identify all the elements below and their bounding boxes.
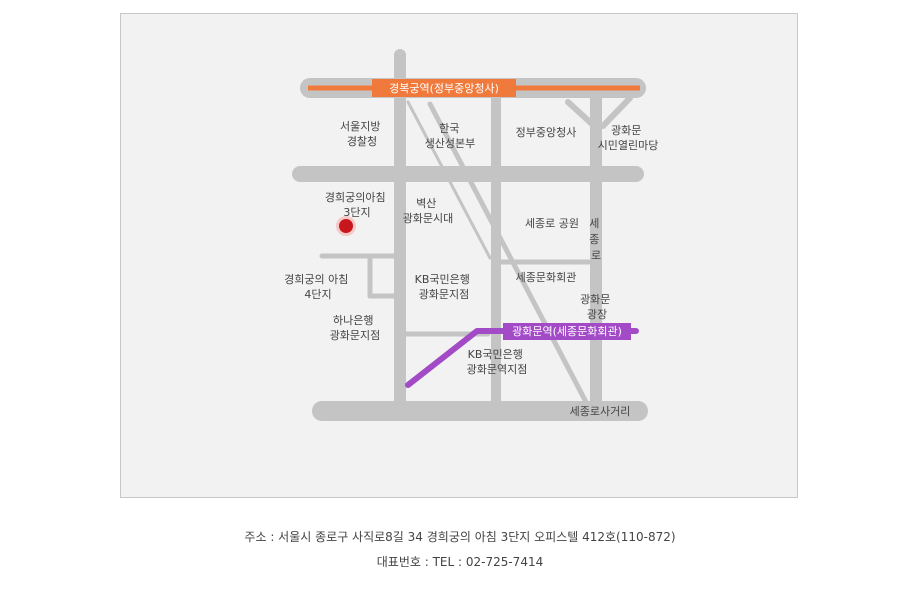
- label-hanguk: 한국 생산성본부: [425, 122, 476, 150]
- station-gwanghwamun-banner: [503, 323, 631, 340]
- road-diagonal-1: [406, 100, 492, 260]
- road-diagonal-2: [427, 101, 589, 405]
- label-citizen-yard: 광화문 시민열린마당: [598, 124, 659, 152]
- road-diagonal-3: [565, 99, 595, 127]
- label-police: 서울지방 경찰청: [340, 120, 384, 148]
- label-intersection: 세종로사거리: [570, 405, 631, 418]
- station-gwanghwamun-label: 광화문역(세종문화회관): [512, 325, 622, 338]
- location-marker-icon[interactable]: [339, 219, 353, 233]
- label-office-4: 경희궁의 아침 4단지: [284, 273, 352, 301]
- label-sejong-park: 세종로 공원: [525, 217, 579, 230]
- label-govt-complex: 정부중앙청사: [516, 126, 577, 139]
- station-gyeongbokgung-banner: [372, 79, 516, 97]
- label-kb-station: KB국민은행 광화문역지점: [467, 348, 528, 376]
- label-kb-gwanghwamun: KB국민은행 광화문지점: [415, 273, 474, 301]
- label-office-3: 경희궁의아침 3단지: [325, 191, 389, 219]
- label-hana: 하나은행 광화문지점: [330, 313, 381, 342]
- label-baeksan: 벽산 광화문시대: [403, 197, 454, 225]
- station-gyeongbokgung-label: 경복궁역(정부중앙청사): [389, 82, 499, 95]
- footer-phone: 대표번호 : TEL : 02-725-7414: [376, 555, 544, 569]
- footer-address: 주소 : 서울시 종로구 사직로8길 34 경희궁의 아침 3단지 오피스텔 4…: [244, 530, 676, 544]
- road-diagonal-4: [600, 95, 633, 129]
- label-sejong-ro: 세 종 로: [589, 217, 603, 262]
- label-sejong-center: 세종문화회관: [516, 271, 577, 284]
- label-plaza: 광화문 광장: [580, 293, 614, 321]
